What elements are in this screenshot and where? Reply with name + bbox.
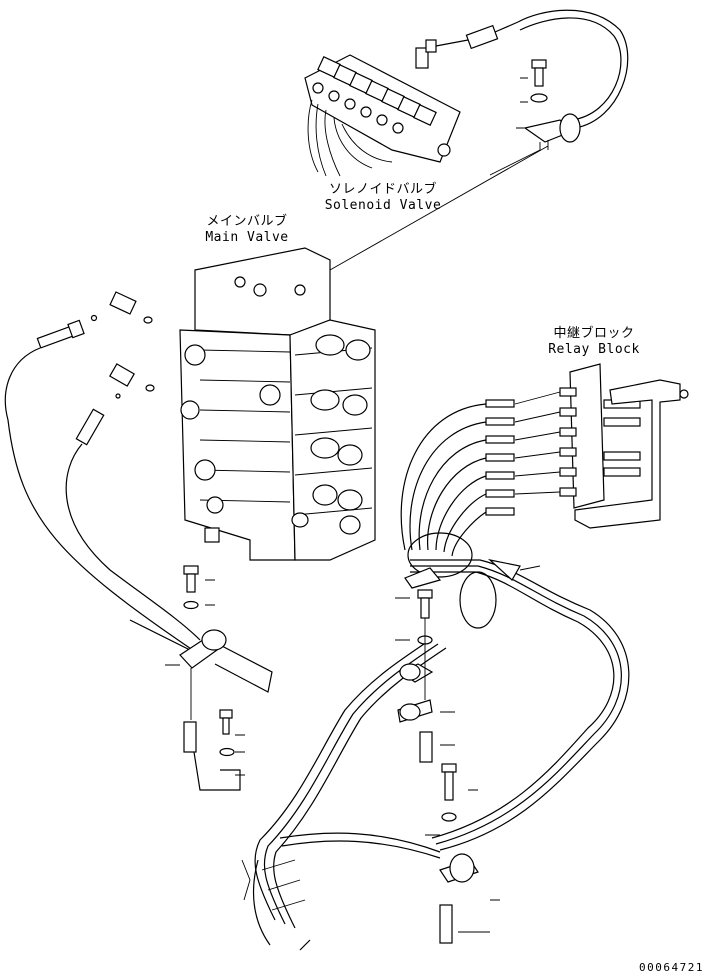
arrow-marker (487, 558, 521, 581)
main-valve-block (179, 247, 376, 561)
leader-line (519, 565, 541, 571)
solenoid-valve-label: ソレノイドバルブ Solenoid Valve (322, 182, 444, 214)
arrow-marker (404, 567, 442, 589)
clamp-set-left (165, 565, 245, 791)
clamp-set-top (489, 59, 581, 176)
solenoid-valve-assembly (304, 9, 629, 177)
relay-block-label: 中継ブロック Relay Block (546, 326, 642, 358)
clamp-set-center (395, 589, 500, 944)
solenoid-valve-label-jp: ソレノイドバルブ (328, 182, 437, 197)
document-number: 00064721 (639, 961, 704, 974)
relay-block-label-en: Relay Block (548, 342, 640, 357)
relay-block-assembly (400, 363, 689, 557)
pressure-sensor-fittings (36, 291, 155, 446)
main-valve-label: メインバルブ Main Valve (200, 214, 294, 246)
main-valve-label-en: Main Valve (205, 230, 289, 245)
relay-block-label-jp: 中継ブロック (553, 326, 635, 341)
main-valve-label-jp: メインバルブ (206, 214, 288, 229)
solenoid-valve-label-en: Solenoid Valve (324, 198, 442, 213)
leader-line (329, 140, 549, 271)
main-harness (241, 532, 630, 951)
